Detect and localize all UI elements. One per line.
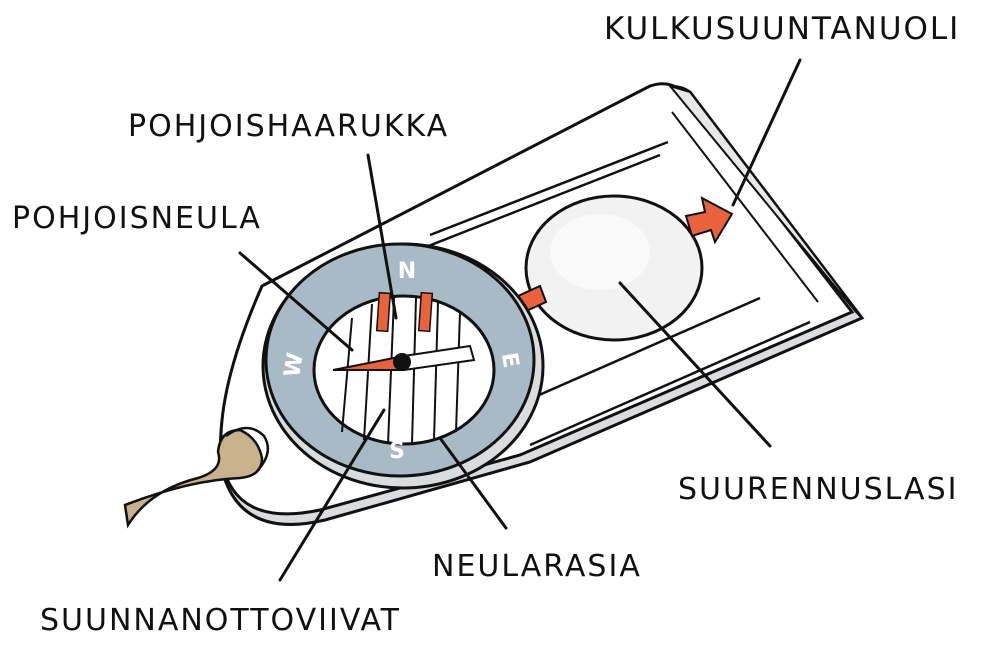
- label-pohjoisneula: POHJOISNEULA: [12, 204, 262, 234]
- north-fork-right: [419, 293, 433, 332]
- label-kulkusuuntanuoli: KULKUSUUNTANUOLI: [604, 14, 960, 45]
- cardinal-west: W: [280, 351, 309, 379]
- label-pohjoishaarukka: POHJOISHAARUKKA: [128, 112, 449, 142]
- leader-kulkusuuntanuoli: [733, 60, 800, 205]
- cardinal-south: S: [389, 439, 405, 464]
- cardinal-north: N: [398, 259, 416, 284]
- north-fork-left: [377, 293, 391, 332]
- label-neularasia: NEULARASIA: [432, 552, 642, 582]
- lanyard-cord: [125, 430, 262, 525]
- magnifying-glass-shine: [550, 214, 650, 290]
- label-suunnanottoviivat: SUUNNANOTTOVIIVAT: [40, 606, 401, 636]
- label-suurennuslasi: SUURENNUSLASI: [678, 475, 958, 505]
- needle-pivot: [393, 353, 411, 371]
